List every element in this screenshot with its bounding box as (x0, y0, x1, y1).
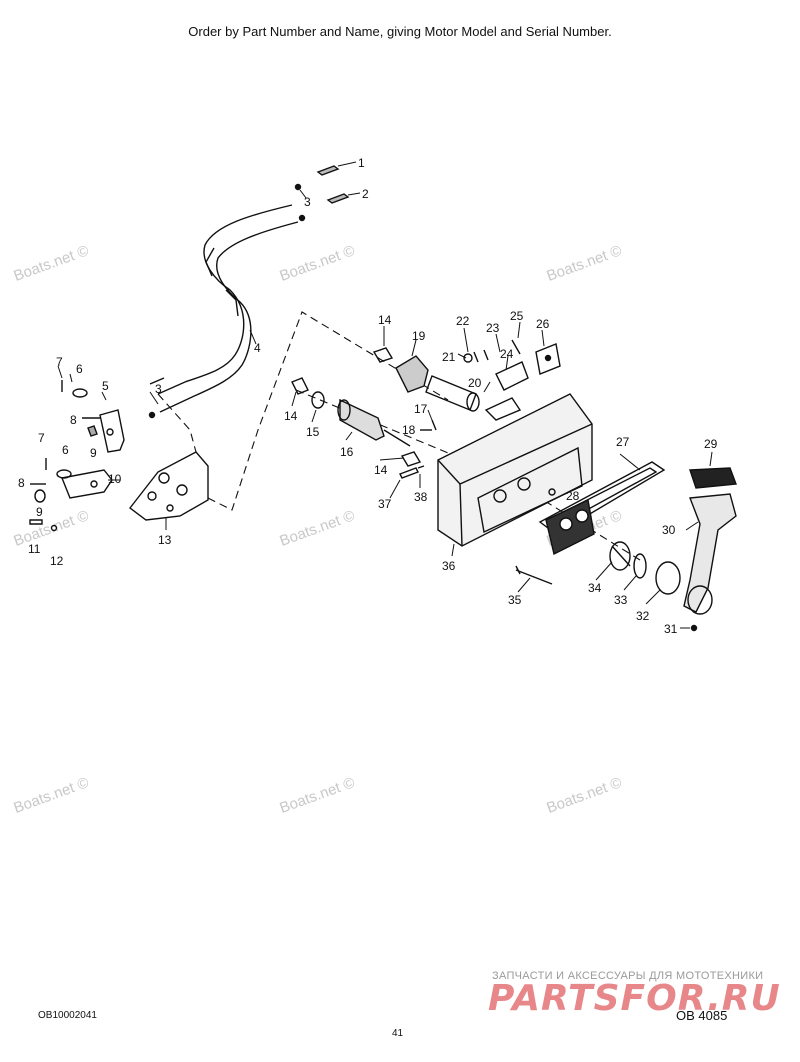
page-number: 41 (392, 1028, 404, 1039)
callout-16: 16 (340, 445, 354, 459)
hub-32 (655, 561, 681, 595)
bracket-5 (99, 409, 125, 453)
callout-17: 17 (414, 402, 428, 416)
callout-14: 14 (284, 409, 298, 423)
callout-19: 19 (412, 329, 426, 343)
callout-12: 12 (50, 554, 64, 568)
cable-end-1 (316, 165, 340, 176)
callout-20: 20 (468, 376, 482, 390)
callout-10: 10 (108, 472, 122, 486)
callout-36: 36 (442, 559, 456, 573)
nut-3-lower (148, 411, 156, 419)
callout-3: 3 (304, 195, 311, 209)
box-lid (484, 397, 522, 421)
callout-22: 22 (456, 314, 470, 328)
pad-29 (689, 467, 737, 489)
bushing-14-left (291, 377, 309, 395)
washer-33 (633, 553, 647, 579)
lever-30 (683, 493, 737, 613)
screw-37 (399, 467, 419, 479)
callout-7: 7 (56, 355, 63, 369)
figure-code: OB 4085 (676, 1008, 728, 1023)
callout-9: 9 (90, 446, 97, 460)
diagram-code: OB10002041 (38, 1010, 97, 1021)
callout-13: 13 (158, 533, 172, 547)
callout-7: 7 (38, 431, 45, 445)
callout-27: 27 (616, 435, 630, 449)
callout-14: 14 (378, 313, 392, 327)
cable-sleeve-b (225, 289, 239, 317)
callout-24: 24 (500, 347, 514, 361)
spring-34 (609, 541, 631, 571)
callout-8: 8 (70, 413, 77, 427)
control-cable-b (159, 221, 299, 413)
callout-6: 6 (76, 362, 83, 376)
washer-15 (311, 391, 325, 409)
lever-10 (61, 469, 113, 499)
bolt-35 (515, 569, 553, 585)
callout-31: 31 (664, 622, 678, 636)
callout-23: 23 (486, 321, 500, 335)
callout-3: 3 (155, 382, 162, 396)
callout-32: 32 (636, 609, 650, 623)
cable-end-2 (326, 193, 350, 204)
callout-9: 9 (36, 505, 43, 519)
callout-4: 4 (254, 341, 261, 355)
control-cable-a (157, 204, 293, 395)
shaft-16 (339, 398, 385, 441)
callout-11: 11 (28, 542, 41, 556)
bushing-14-top (372, 347, 394, 363)
cable-sleeve-a (205, 247, 215, 277)
callout-28: 28 (566, 489, 580, 503)
knob-19 (395, 355, 429, 393)
callout-15: 15 (306, 425, 320, 439)
callout-30: 30 (662, 523, 676, 537)
callout-18: 18 (402, 423, 416, 437)
callout-8: 8 (18, 476, 25, 490)
callout-25: 25 (510, 309, 524, 323)
callout-26: 26 (536, 317, 550, 331)
callout-29: 29 (704, 437, 718, 451)
nut-3-top (294, 183, 302, 191)
callout-5: 5 (102, 379, 109, 393)
nut-3-bottom (298, 214, 306, 222)
callout-38: 38 (414, 490, 428, 504)
partsfor-logo: PARTSFOR.RU (488, 978, 781, 1019)
callout-34: 34 (588, 581, 602, 595)
callout-1: 1 (358, 156, 365, 170)
callout-33: 33 (614, 593, 628, 607)
callout-6: 6 (62, 443, 69, 457)
cable-clamp (149, 377, 165, 385)
partsfor-tagline: ЗАПЧАСТИ И АКСЕССУАРЫ ДЛЯ МОТОТЕХНИКИ (492, 970, 764, 982)
callout-14: 14 (374, 463, 388, 477)
bracket-26 (535, 343, 561, 375)
clip-24 (495, 361, 529, 391)
callout-2: 2 (362, 187, 369, 201)
page-header: Order by Part Number and Name, giving Mo… (188, 24, 612, 39)
control-box-36 (437, 393, 593, 547)
callout-37: 37 (378, 497, 392, 511)
plate-13 (129, 451, 209, 521)
callout-35: 35 (508, 593, 522, 607)
callout-21: 21 (442, 350, 456, 364)
